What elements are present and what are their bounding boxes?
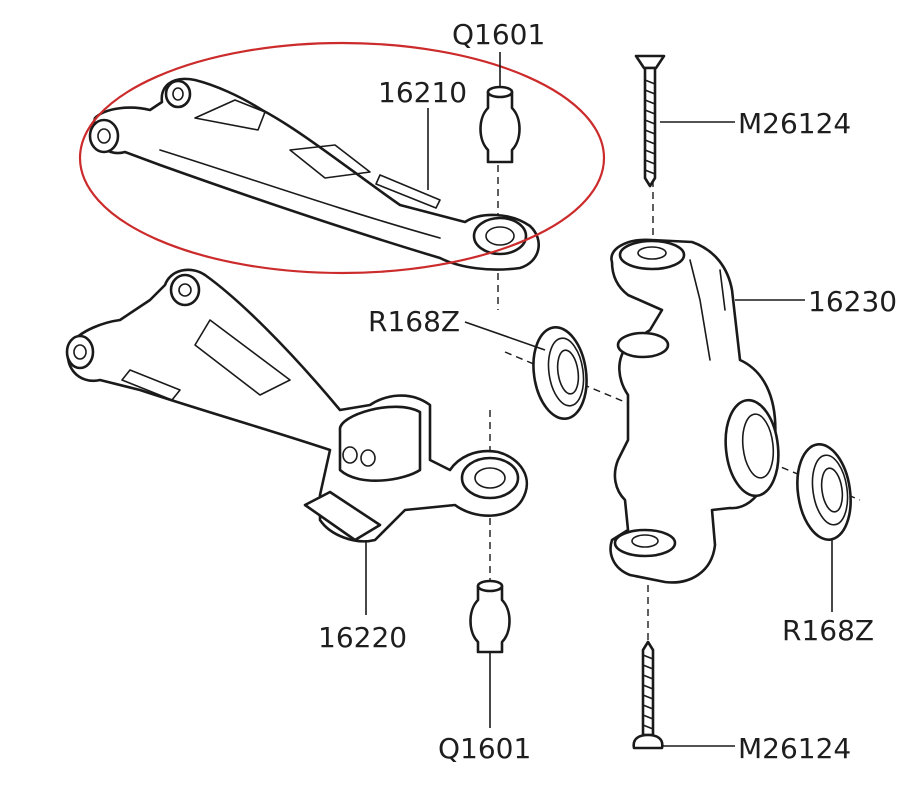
label-upper-arm: 16210 xyxy=(378,76,467,109)
screw-top-threads xyxy=(644,79,656,175)
knuckle-bottom-boss xyxy=(613,528,677,558)
lower-arm-16220 xyxy=(65,268,529,543)
upper-arm-inner-pivot-hole xyxy=(97,128,111,144)
bearing-inner-race xyxy=(547,337,585,407)
knuckle-ribs xyxy=(689,259,726,361)
upper-arm-slot xyxy=(375,174,441,209)
leader-lines xyxy=(365,52,833,747)
knuckle-hub-bore xyxy=(741,413,775,479)
lower-arm-inner-pivot-hole xyxy=(73,344,87,360)
label-lower-arm: 16220 xyxy=(318,621,407,654)
bearing-inner-outer-ring xyxy=(532,326,588,420)
label-bearing-outer: R168Z xyxy=(782,614,874,647)
bearing-outer-race xyxy=(811,454,849,526)
label-screw-bottom: M26124 xyxy=(738,732,851,765)
bearing-outer-outer-ring xyxy=(796,443,852,541)
bearing-inner xyxy=(532,326,588,420)
screw-top-shaft xyxy=(643,66,657,188)
screw-bottom-head xyxy=(632,733,664,750)
knuckle-bottom-hole xyxy=(631,534,659,548)
screw-bottom xyxy=(632,640,664,750)
lower-arm-pocket xyxy=(194,319,291,396)
callout-labels: Q1601 16210 M26124 16230 R168Z R168Z 162… xyxy=(318,18,897,765)
ball-stud-top-body xyxy=(479,90,521,164)
knuckle-upper-mid-boss xyxy=(616,331,670,359)
lower-arm-shock-hole-1 xyxy=(342,446,358,464)
lower-arm-rear-pivot-hole xyxy=(178,283,192,297)
bearing-outer xyxy=(796,443,852,541)
label-ball-top: Q1601 xyxy=(452,18,545,51)
lower-arm-ball-socket xyxy=(460,456,520,500)
ball-stud-top-cap xyxy=(486,85,514,99)
lower-arm-inner-pivot xyxy=(65,334,95,370)
upper-arm-ball-socket xyxy=(472,216,528,256)
upper-arm-rear-pivot xyxy=(164,79,192,109)
steering-knuckle-16230 xyxy=(609,238,780,584)
upper-arm-body xyxy=(92,77,540,271)
ball-stud-bottom xyxy=(469,579,511,654)
leader-bearing-inner xyxy=(464,321,546,351)
lower-arm-shock-hole-2 xyxy=(360,449,376,467)
upper-arm-ridge xyxy=(159,149,441,239)
label-knuckle: 16230 xyxy=(808,285,897,318)
lower-arm-rear-pivot xyxy=(169,273,201,307)
label-ball-bottom: Q1601 xyxy=(438,732,531,765)
knuckle-top-boss xyxy=(618,239,686,271)
ball-stud-bottom-body xyxy=(469,584,511,654)
upper-arm-rear-pivot-hole xyxy=(172,87,184,101)
upper-arm-16210 xyxy=(88,77,540,271)
lower-arm-shock-mount xyxy=(338,405,422,482)
lower-arm-ball-socket-hole xyxy=(474,467,506,489)
knuckle-body xyxy=(609,238,777,584)
bearing-inner-bore xyxy=(556,349,580,395)
bearing-outer-bore xyxy=(820,467,844,513)
ball-stud-bottom-cap xyxy=(476,579,504,593)
screw-bottom-threads xyxy=(642,654,654,730)
upper-arm-inner-pivot xyxy=(88,118,120,154)
ball-stud-top xyxy=(479,85,521,164)
upper-arm-pocket-2 xyxy=(289,144,371,179)
knuckle-hub xyxy=(724,398,780,498)
upper-arm-pocket-1 xyxy=(194,99,266,131)
label-bearing-inner: R168Z xyxy=(368,305,460,338)
screw-top-head xyxy=(634,54,666,70)
label-screw-top: M26124 xyxy=(738,107,851,140)
knuckle-top-hole xyxy=(637,246,667,260)
screw-top xyxy=(634,54,666,188)
lower-arm-tab xyxy=(121,369,181,401)
lower-arm-skid xyxy=(303,490,382,542)
highlight-ellipse xyxy=(78,41,606,275)
upper-arm-ball-socket-hole xyxy=(485,226,515,246)
